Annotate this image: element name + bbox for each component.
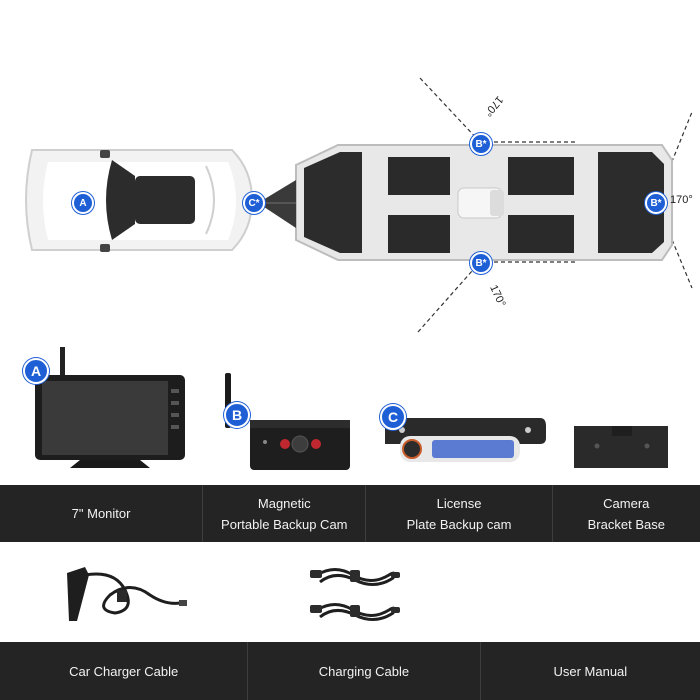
label-car-charger-cable: Car Charger Cable bbox=[0, 642, 249, 700]
vehicle-diagram bbox=[25, 77, 693, 333]
camera-b-top-badge: B* bbox=[470, 133, 492, 155]
camera-a-badge: A bbox=[72, 192, 94, 214]
camera-c-badge: C* bbox=[243, 192, 265, 214]
bracket-base-image bbox=[574, 426, 668, 468]
product-labels-row-2: Car Charger Cable Charging Cable User Ma… bbox=[0, 642, 700, 700]
monitor-image bbox=[35, 347, 185, 468]
label-user-manual: User Manual bbox=[553, 663, 628, 679]
magnetic-cam-badge: B bbox=[224, 402, 250, 428]
camera-b-bottom-badge: B* bbox=[470, 252, 492, 274]
charging-cable-image bbox=[310, 568, 400, 621]
angle-label-rear: 170° bbox=[670, 194, 693, 206]
camera-b-rear-badge: B* bbox=[645, 192, 667, 214]
plate-cam-image bbox=[385, 418, 546, 462]
car bbox=[25, 149, 254, 252]
label-charging-cable: Charging Cable bbox=[248, 642, 481, 700]
car-charger-cable-image bbox=[67, 567, 187, 621]
monitor-badge: A bbox=[23, 358, 49, 384]
label-monitor: 7" Monitor bbox=[0, 485, 204, 542]
plate-cam-badge: C bbox=[380, 404, 406, 430]
trailer bbox=[258, 144, 673, 261]
